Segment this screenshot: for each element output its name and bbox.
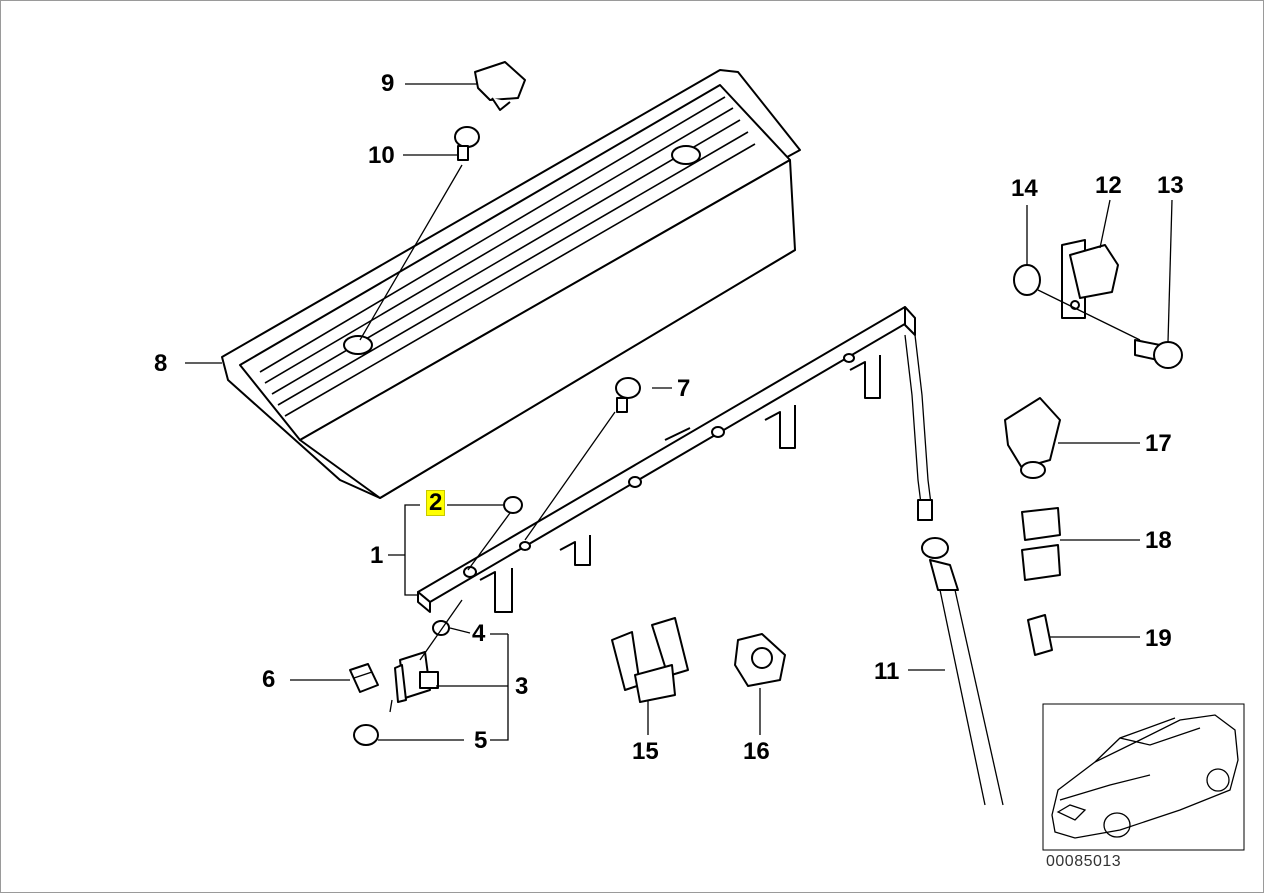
label-5[interactable]: 5	[474, 727, 488, 754]
label-2[interactable]: 2	[425, 489, 446, 516]
leader-lines	[185, 83, 1173, 741]
clip-part-16	[734, 633, 786, 687]
clip-part-6	[349, 663, 379, 693]
label-6[interactable]: 6	[262, 666, 276, 693]
bolt-part-10	[454, 126, 480, 161]
label-8[interactable]: 8	[154, 350, 168, 377]
clip-part-9	[474, 61, 526, 111]
clip-part-18	[1021, 507, 1061, 581]
label-10[interactable]: 10	[368, 142, 395, 169]
label-3[interactable]: 3	[515, 673, 529, 700]
plug-part-2	[503, 496, 523, 514]
label-16[interactable]: 16	[743, 738, 770, 765]
fuel-rail	[417, 306, 916, 613]
label-17[interactable]: 17	[1145, 430, 1172, 457]
label-11[interactable]: 11	[874, 658, 900, 685]
label-13[interactable]: 13	[1157, 172, 1184, 199]
label-18[interactable]: 18	[1145, 527, 1172, 554]
bracket-part-12	[1061, 239, 1119, 319]
fuel-line	[904, 334, 1004, 806]
label-4[interactable]: 4	[472, 620, 486, 647]
oring-part-5	[353, 724, 379, 746]
clip-part-19	[1027, 614, 1053, 656]
clip-part-15	[611, 617, 689, 703]
label-1[interactable]: 1	[370, 542, 384, 569]
engine-cover	[221, 69, 801, 499]
label-14[interactable]: 14	[1011, 175, 1038, 202]
clip-part-17	[1004, 397, 1061, 479]
bolt-part-13	[1134, 339, 1183, 369]
car-thumbnail	[1042, 703, 1245, 851]
label-12[interactable]: 12	[1095, 172, 1122, 199]
label-15[interactable]: 15	[632, 738, 659, 765]
document-number: 00085013	[1046, 853, 1122, 870]
grommet-part-14	[1013, 264, 1041, 296]
injector-part-3	[389, 651, 439, 713]
label-9[interactable]: 9	[381, 70, 395, 97]
label-19[interactable]: 19	[1145, 625, 1172, 652]
bolt-part-7	[615, 377, 641, 413]
label-7[interactable]: 7	[677, 375, 691, 402]
